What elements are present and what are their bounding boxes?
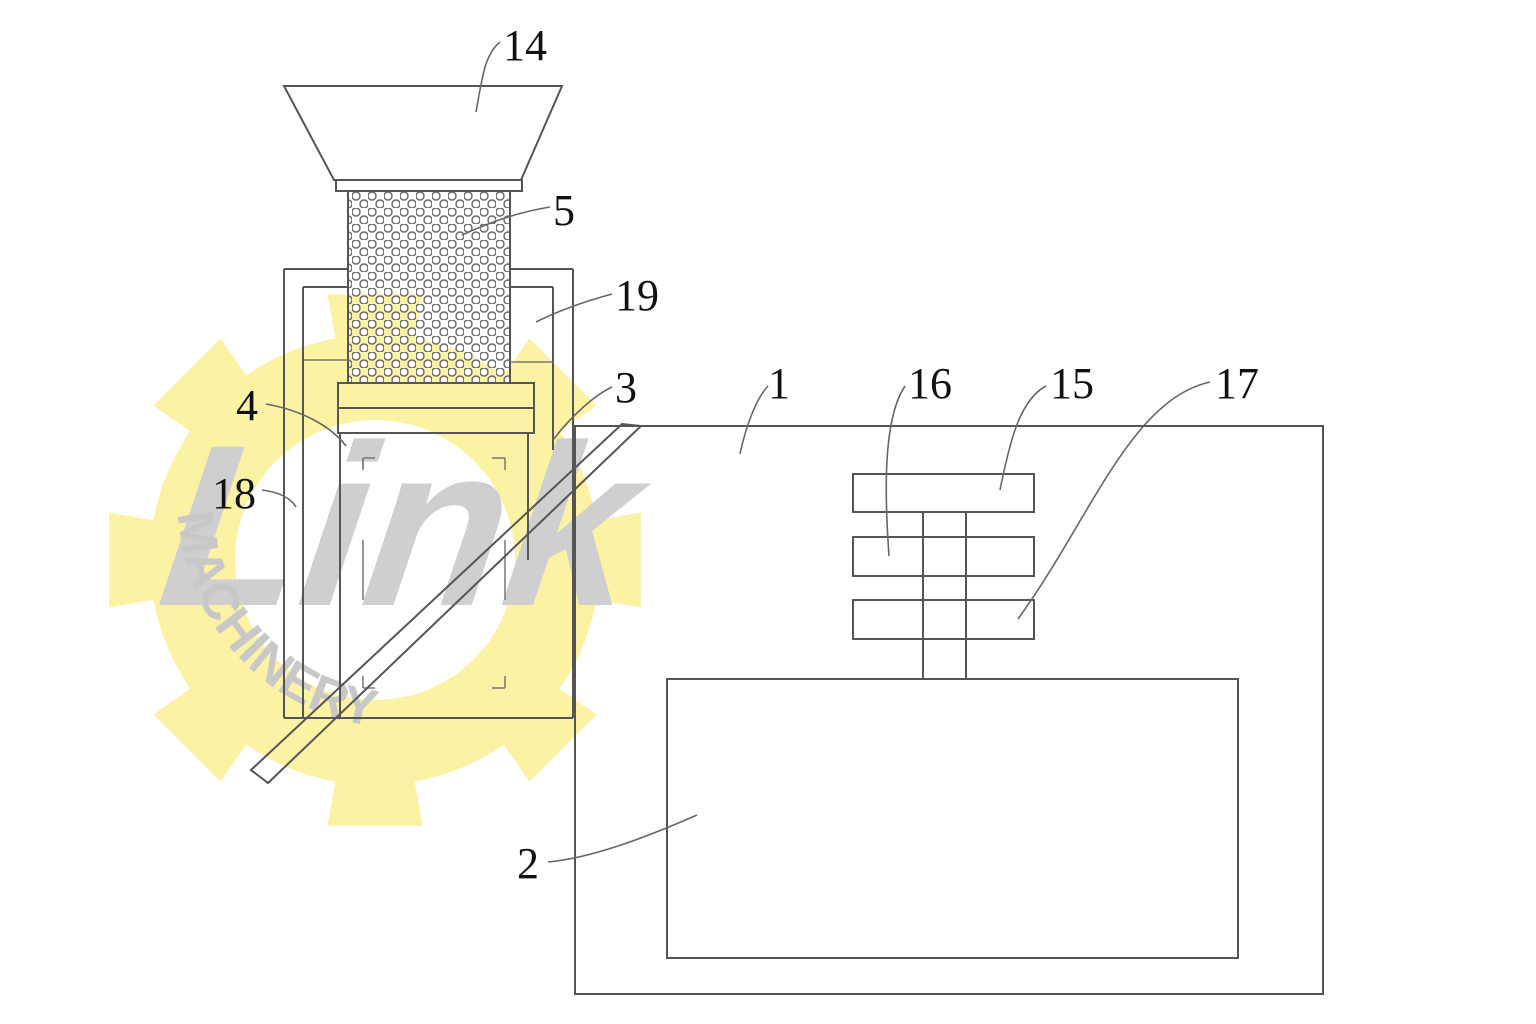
- label-3: 3: [615, 363, 637, 412]
- motor-box: [666, 678, 1239, 959]
- crusher-top-plate: [337, 407, 535, 434]
- label-16: 16: [908, 359, 952, 408]
- crusher-housing: [339, 433, 529, 718]
- label-15: 15: [1050, 359, 1094, 408]
- upper-disc: [852, 473, 1035, 513]
- label-1: 1: [768, 359, 790, 408]
- label-2: 2: [517, 839, 539, 888]
- gear-icon: [109, 294, 641, 826]
- middle-disc: [852, 536, 1035, 577]
- screen-mesh: [347, 190, 511, 384]
- hopper-flange: [335, 179, 523, 192]
- label-14: 14: [503, 21, 547, 70]
- feed-hopper: [282, 85, 564, 181]
- label-17: 17: [1215, 359, 1259, 408]
- main-body: [574, 425, 1324, 995]
- label-5: 5: [553, 186, 575, 235]
- drive-shaft: [922, 512, 967, 679]
- lower-disc: [852, 599, 1035, 640]
- label-19: 19: [615, 271, 659, 320]
- label-4: 4: [236, 381, 258, 430]
- leader-lines: [261, 41, 1211, 863]
- label-18: 18: [212, 469, 256, 518]
- part-labels: 14 5 19 3 1 16 15 17 4 18 2: [212, 21, 1259, 888]
- inner-dashed-chamber: [362, 457, 506, 689]
- watermark-word: Link: [148, 397, 664, 654]
- watermark-logo: Link MACHINERY: [109, 294, 665, 826]
- gear-shape: [109, 294, 641, 826]
